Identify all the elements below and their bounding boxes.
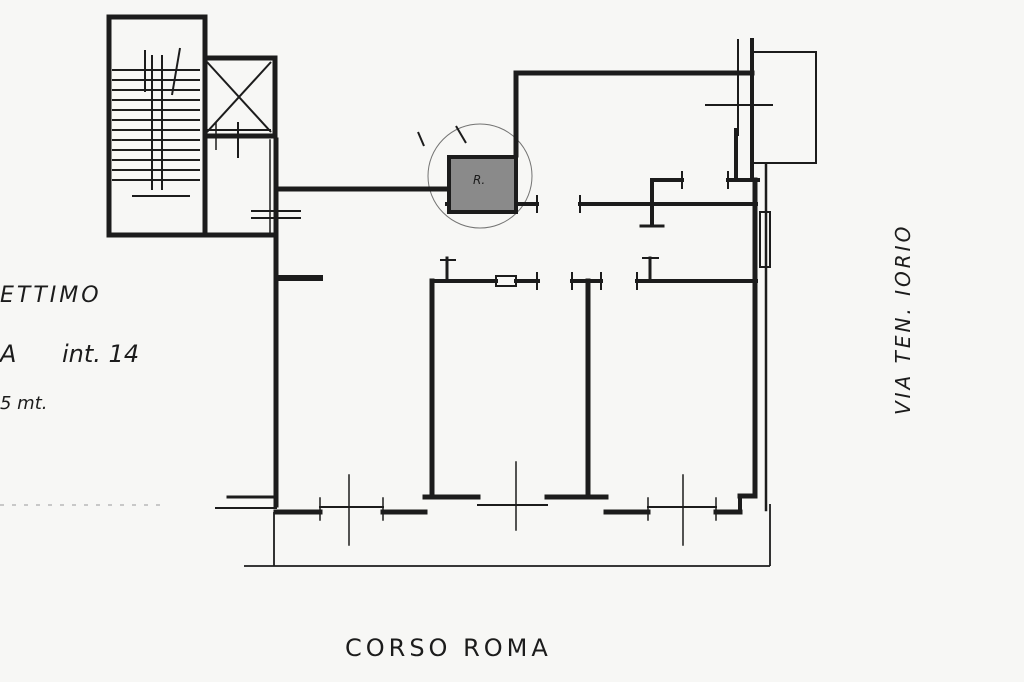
unit-legend: ETTIMO A int. 14 5 mt. [0,283,160,506]
floor-label: ETTIMO [0,283,102,308]
stairwell [106,14,275,238]
unit-interior-label: int. 14 [62,340,139,368]
street-label-bottom: CORSO ROMA [345,634,552,662]
room-mark-label: R. [473,173,485,187]
height-label: 5 mt. [0,393,48,414]
marked-room: R. [417,123,533,229]
stair-treads [112,47,200,197]
unit-letter: A [0,340,16,368]
street-label-right: VIA TEN. IORIO [891,224,915,415]
apartment-walls [215,38,773,546]
elevator-shaft [202,55,278,158]
property-line [244,504,771,567]
balcony [751,51,817,164]
